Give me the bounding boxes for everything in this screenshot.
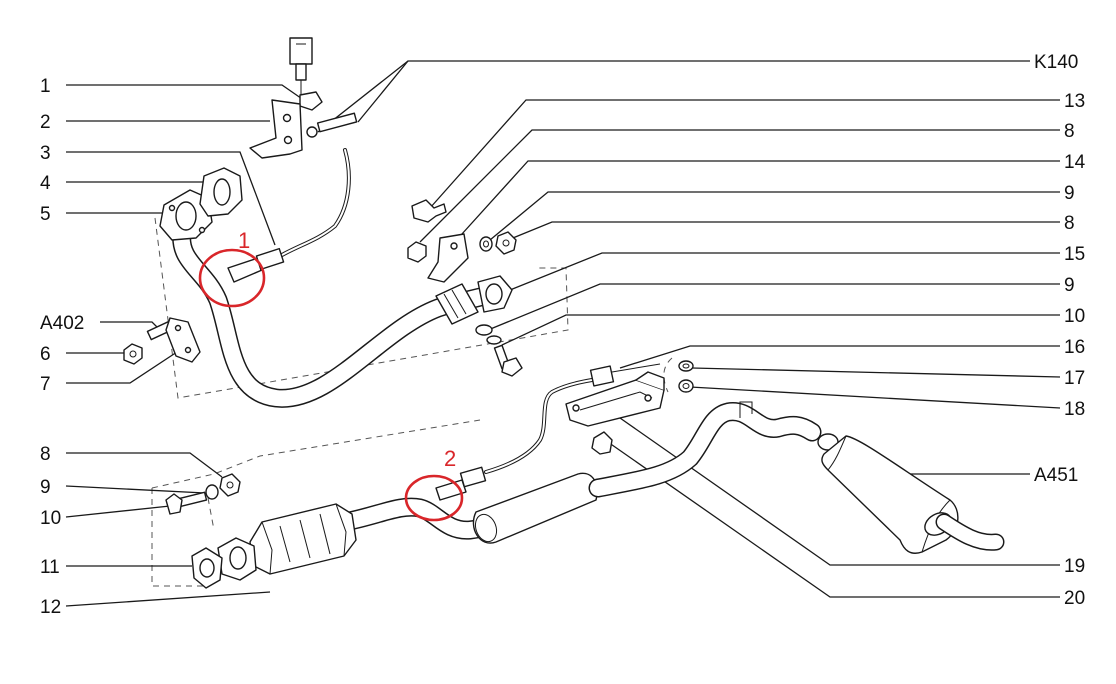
callouts-left: 1 2 3 4 5 A402 6 7 8 9 10 11 12 bbox=[40, 76, 84, 618]
rear-muffler-a451 bbox=[817, 433, 1005, 554]
callout-8-a: 8 bbox=[1064, 121, 1075, 142]
nut-8-lower bbox=[219, 473, 241, 497]
callout-2: 2 bbox=[40, 112, 51, 133]
callout-a402: A402 bbox=[40, 313, 84, 334]
callout-4: 4 bbox=[40, 173, 51, 194]
gasket-11 bbox=[191, 547, 223, 589]
callout-18: 18 bbox=[1064, 399, 1085, 420]
callouts-right: K140 13 8 14 9 8 15 9 10 16 17 18 A451 1… bbox=[1034, 52, 1086, 609]
bolt-10-mid bbox=[493, 344, 523, 377]
middle-muffler bbox=[472, 472, 598, 544]
connector-16 bbox=[589, 363, 661, 387]
callout-13: 13 bbox=[1064, 91, 1085, 112]
callout-19: 19 bbox=[1064, 556, 1085, 577]
callout-9-b: 9 bbox=[1064, 275, 1075, 296]
bolt-10-lower bbox=[165, 491, 208, 515]
washer-9-upper bbox=[479, 236, 493, 252]
heat-shield-19 bbox=[565, 371, 665, 427]
leader-lines bbox=[65, 60, 1061, 607]
sensor-clip bbox=[299, 91, 323, 111]
rear-oxygen-sensor bbox=[435, 378, 594, 501]
callout-8-lower: 8 bbox=[40, 444, 51, 465]
callout-6: 6 bbox=[40, 344, 51, 365]
nut-8-upper bbox=[407, 241, 427, 263]
nut-6 bbox=[123, 343, 143, 365]
callout-9-a: 9 bbox=[1064, 183, 1075, 204]
bracket-14 bbox=[427, 233, 469, 283]
group-outlines bbox=[151, 217, 673, 587]
front-pipe-assembly bbox=[123, 37, 523, 408]
callout-3: 3 bbox=[40, 143, 51, 164]
cat-flange bbox=[217, 537, 257, 581]
callout-12: 12 bbox=[40, 597, 61, 618]
callout-10-a: 10 bbox=[1064, 306, 1085, 327]
washer-17 bbox=[678, 360, 694, 372]
washer-9-mid bbox=[475, 324, 502, 345]
callout-a451: A451 bbox=[1034, 465, 1078, 486]
plate-7 bbox=[165, 317, 201, 363]
bolt-13 bbox=[411, 199, 447, 223]
callout-k140: K140 bbox=[1034, 52, 1078, 73]
highlight-number-2: 2 bbox=[444, 446, 456, 471]
mounting-bracket bbox=[249, 99, 303, 159]
callout-20: 20 bbox=[1064, 588, 1085, 609]
callout-14: 14 bbox=[1064, 152, 1086, 173]
callout-15: 15 bbox=[1064, 244, 1085, 265]
clip-20 bbox=[591, 431, 613, 455]
highlight-ring-1 bbox=[198, 248, 266, 308]
bolt-k140 bbox=[306, 112, 358, 138]
callout-11: 11 bbox=[40, 557, 60, 578]
washer-18 bbox=[678, 379, 694, 393]
catalytic-converter bbox=[249, 503, 357, 575]
callout-17: 17 bbox=[1064, 368, 1085, 389]
callout-16: 16 bbox=[1064, 337, 1085, 358]
nut-8-right bbox=[495, 231, 517, 255]
sensor-connector bbox=[289, 37, 313, 96]
callout-8-b: 8 bbox=[1064, 213, 1075, 234]
flex-joint bbox=[435, 275, 513, 325]
highlight-ring-2 bbox=[404, 474, 464, 522]
callout-10-lower: 10 bbox=[40, 508, 61, 529]
callout-5: 5 bbox=[40, 204, 51, 225]
highlight-number-1: 1 bbox=[238, 228, 250, 253]
callout-9-lower: 9 bbox=[40, 477, 51, 498]
middle-pipe-assembly bbox=[165, 360, 822, 589]
highlight-marks: 1 2 bbox=[198, 228, 464, 522]
callout-1: 1 bbox=[40, 76, 51, 97]
washer-9-lower bbox=[205, 484, 219, 500]
callout-7: 7 bbox=[40, 374, 51, 395]
